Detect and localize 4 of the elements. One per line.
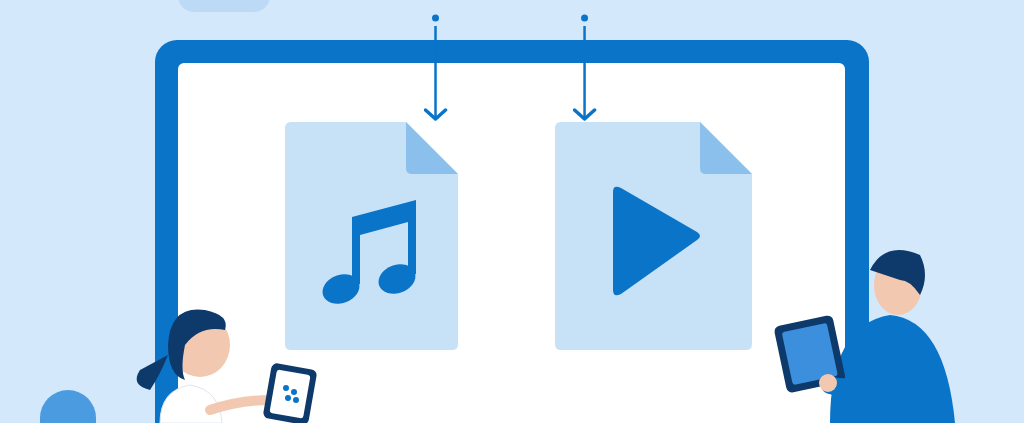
arrow	[423, 14, 448, 121]
arrow	[572, 14, 597, 121]
music-file-icon	[285, 122, 458, 350]
video-file-icon	[555, 122, 752, 350]
